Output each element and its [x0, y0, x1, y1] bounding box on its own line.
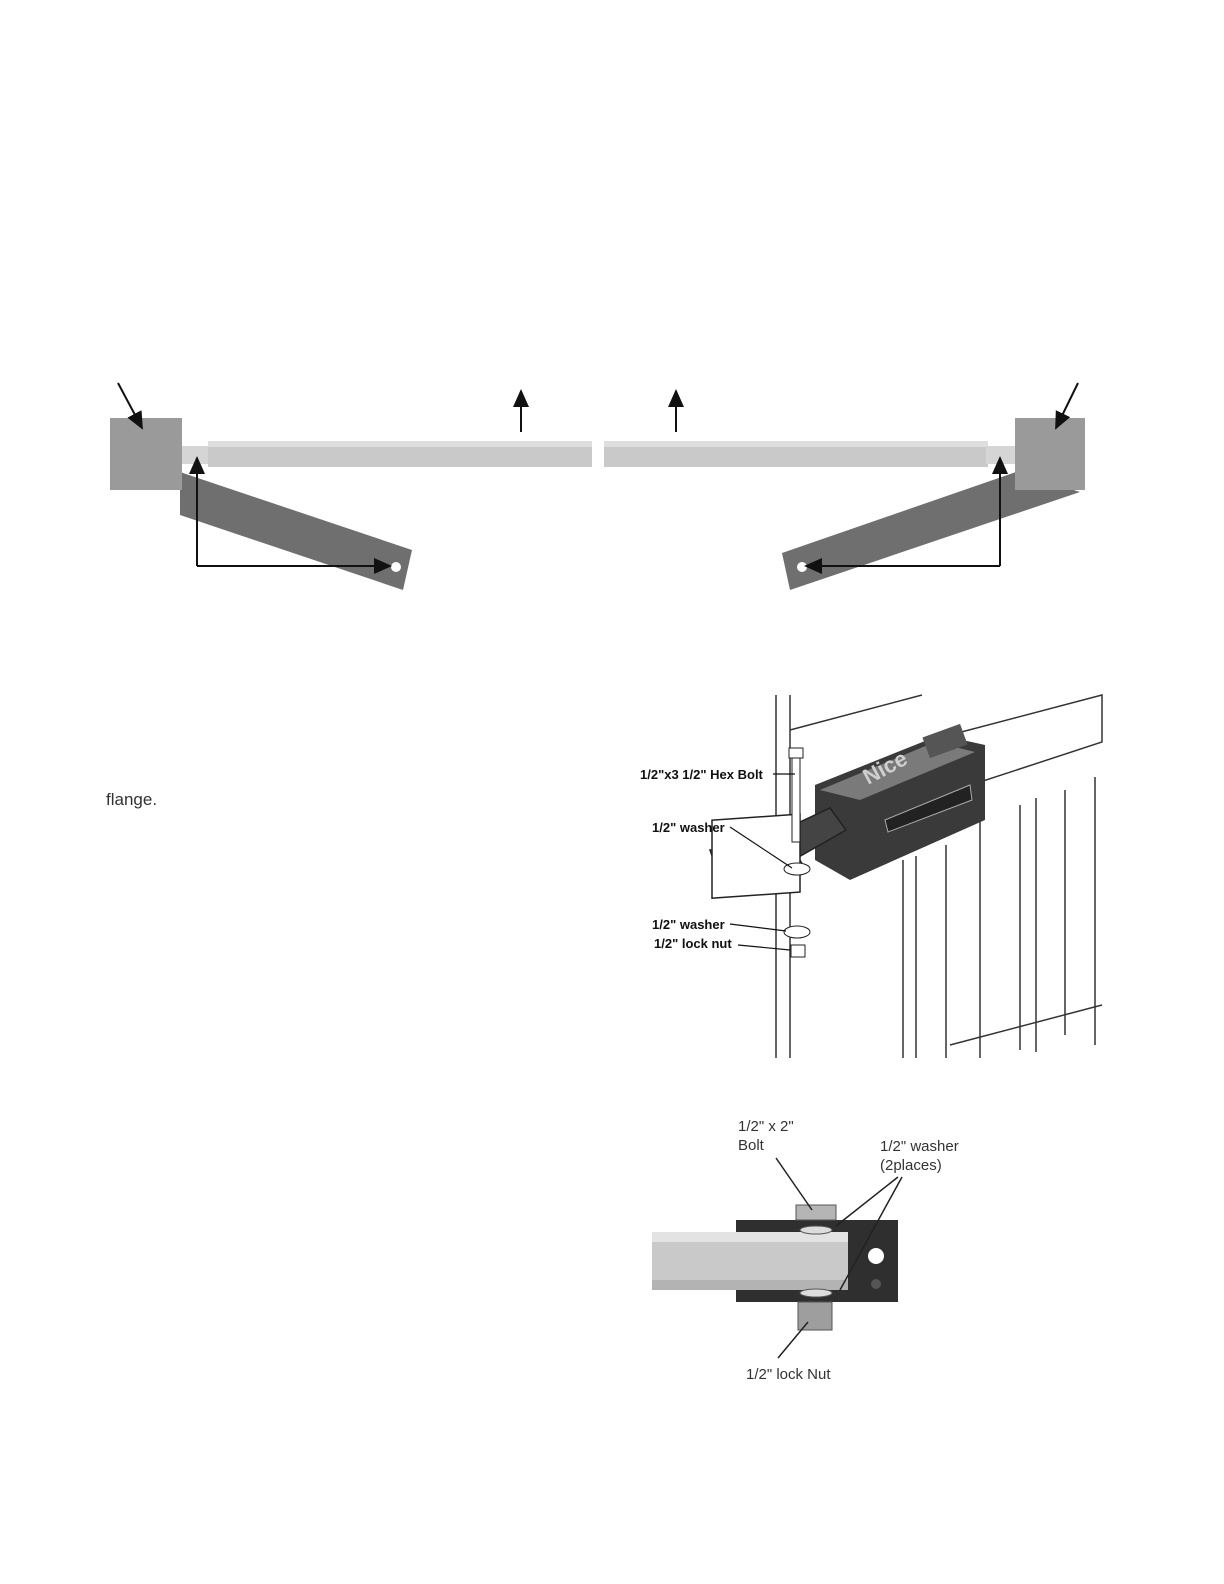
washer-label-line2: (2places): [880, 1157, 942, 1174]
lock-nut: [791, 945, 805, 957]
right-arm-hole: [797, 562, 807, 572]
top-washer-label: 1/2" washer: [652, 820, 725, 835]
right-post: [1015, 418, 1085, 490]
lock-nut-label: 1/2" lock nut: [654, 936, 732, 951]
lock-nut-detail-label: 1/2" lock Nut: [746, 1366, 831, 1383]
operator-mount-figure: Nice 1/2"x3 1/2" Hex Bolt 1/2" washer 1/…: [630, 690, 1110, 1062]
bottom-washer-label: 1/2" washer: [652, 917, 725, 932]
gate-overview-diagram: [0, 360, 1224, 610]
body-text-fragment: flange.: [106, 790, 157, 810]
upper-washer: [800, 1226, 832, 1234]
operator-body: Nice: [815, 724, 985, 880]
left-arm-hole: [391, 562, 401, 572]
hex-bolt: [792, 752, 800, 842]
bolt-label-line1: 1/2" x 2": [738, 1118, 794, 1135]
bolt-detail-figure: 1/2" x 2" Bolt 1/2" washer (2places) 1/2…: [630, 1110, 1010, 1400]
left-operator-arm: [180, 472, 412, 590]
hex-bolt-label: 1/2"x3 1/2" Hex Bolt: [640, 767, 764, 782]
bolt-head: [796, 1205, 836, 1220]
lower-washer: [800, 1289, 832, 1297]
bolt-label-line2: Bolt: [738, 1137, 765, 1154]
lock-nut-detail: [798, 1302, 832, 1330]
washer-label-line1: 1/2" washer: [880, 1138, 959, 1155]
bracket-hole: [868, 1248, 884, 1264]
left-post: [110, 418, 182, 490]
bottom-washer: [784, 926, 810, 938]
